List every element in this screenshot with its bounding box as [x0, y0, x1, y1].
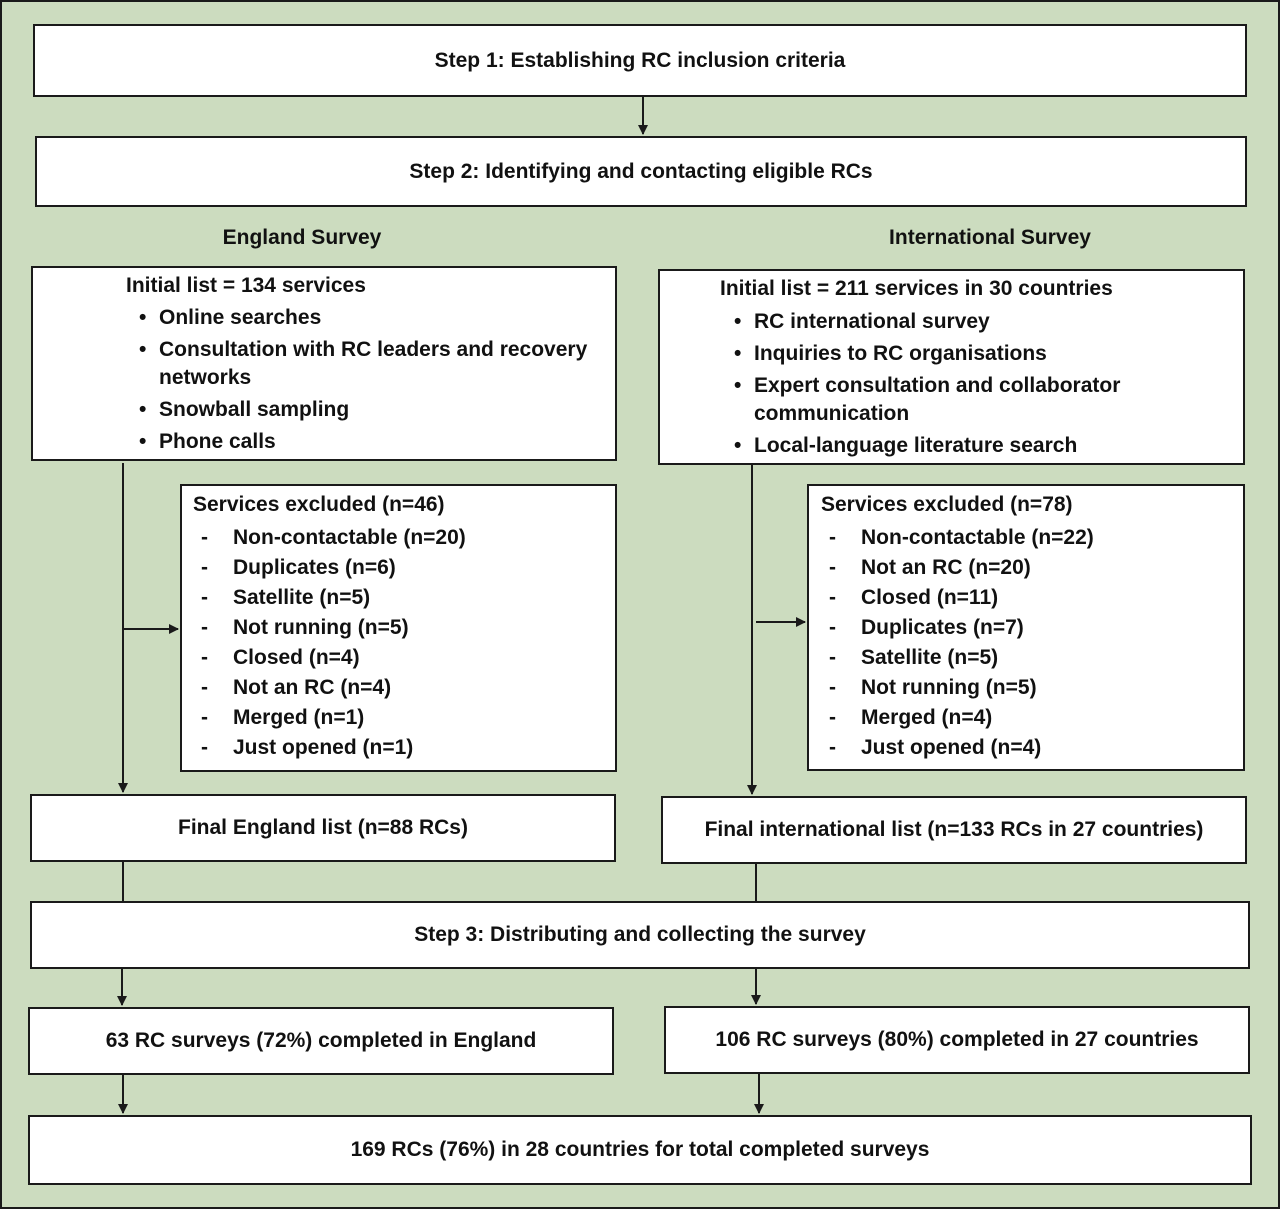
list-item: -Satellite (n=5) — [201, 586, 371, 609]
step2-box: Step 2: Identifying and contacting eligi… — [35, 136, 1247, 207]
international-excluded-title: Services excluded (n=78) — [821, 493, 1073, 516]
england-completed-box: 63 RC surveys (72%) completed in England — [28, 1007, 614, 1075]
international-survey-heading: International Survey — [889, 226, 1091, 249]
list-item: •Consultation with RC leaders and recove… — [139, 338, 588, 389]
step3-label: Step 3: Distributing and collecting the … — [414, 923, 866, 946]
list-item: -Closed (n=11) — [829, 586, 999, 609]
international-initial-list-title: Initial list = 211 services in 30 countr… — [720, 277, 1113, 300]
international-completed-label: 106 RC surveys (80%) completed in 27 cou… — [715, 1028, 1199, 1051]
list-item: -Non-contactable (n=20) — [201, 526, 466, 549]
england-final-list-label: Final England list (n=88 RCs) — [178, 816, 468, 839]
list-item: -Just opened (n=4) — [829, 736, 1042, 759]
england-initial-list-items: •Online searches •Consultation with RC l… — [131, 304, 611, 460]
international-final-list-box: Final international list (n=133 RCs in 2… — [661, 796, 1247, 864]
step2-label: Step 2: Identifying and contacting eligi… — [409, 159, 873, 183]
list-item: -Just opened (n=1) — [201, 736, 414, 759]
list-item: •RC international survey — [734, 310, 990, 333]
england-excluded-items: -Non-contactable (n=20) -Duplicates (n=6… — [193, 523, 466, 763]
england-initial-list-box: Initial list = 134 services •Online sear… — [31, 266, 617, 461]
international-initial-list-box: Initial list = 211 services in 30 countr… — [658, 269, 1245, 465]
international-final-list-label: Final international list (n=133 RCs in 2… — [704, 818, 1204, 841]
list-item: -Duplicates (n=7) — [829, 616, 1024, 639]
england-completed-label: 63 RC surveys (72%) completed in England — [105, 1029, 537, 1052]
list-item: -Duplicates (n=6) — [201, 556, 396, 579]
england-excluded-title: Services excluded (n=46) — [193, 493, 445, 516]
list-item: •Inquiries to RC organisations — [734, 342, 1047, 365]
list-item: •Snowball sampling — [139, 398, 350, 421]
list-item: •Local-language literature search — [734, 434, 1078, 457]
international-excluded-box: Services excluded (n=78) -Non-contactabl… — [807, 484, 1245, 771]
list-item: -Not running (n=5) — [829, 676, 1037, 699]
list-item: -Closed (n=4) — [201, 646, 360, 669]
international-completed-box: 106 RC surveys (80%) completed in 27 cou… — [664, 1006, 1250, 1074]
list-item: -Not an RC (n=20) — [829, 556, 1031, 579]
england-initial-list-title: Initial list = 134 services — [126, 274, 366, 297]
england-final-list-box: Final England list (n=88 RCs) — [30, 794, 616, 862]
list-item: •Online searches — [139, 306, 322, 329]
list-item: -Not an RC (n=4) — [201, 676, 392, 699]
list-item: -Satellite (n=5) — [829, 646, 999, 669]
total-completed-box: 169 RCs (76%) in 28 countries for total … — [28, 1115, 1252, 1185]
list-item: -Merged (n=1) — [201, 706, 365, 729]
list-item: -Merged (n=4) — [829, 706, 993, 729]
list-item: •Phone calls — [139, 430, 276, 453]
england-survey-heading: England Survey — [222, 226, 382, 249]
england-excluded-box: Services excluded (n=46) -Non-contactabl… — [180, 484, 617, 772]
step1-box: Step 1: Establishing RC inclusion criter… — [33, 24, 1247, 97]
list-item: -Non-contactable (n=22) — [829, 526, 1094, 549]
international-initial-list-items: •RC international survey •Inquiries to R… — [726, 308, 1206, 464]
step1-label: Step 1: Establishing RC inclusion criter… — [434, 48, 846, 72]
list-item: -Not running (n=5) — [201, 616, 409, 639]
total-completed-label: 169 RCs (76%) in 28 countries for total … — [350, 1138, 930, 1161]
international-excluded-items: -Non-contactable (n=22) -Not an RC (n=20… — [821, 523, 1094, 763]
list-item: •Expert consultation and collaborator co… — [734, 374, 1121, 425]
step3-box: Step 3: Distributing and collecting the … — [30, 901, 1250, 969]
